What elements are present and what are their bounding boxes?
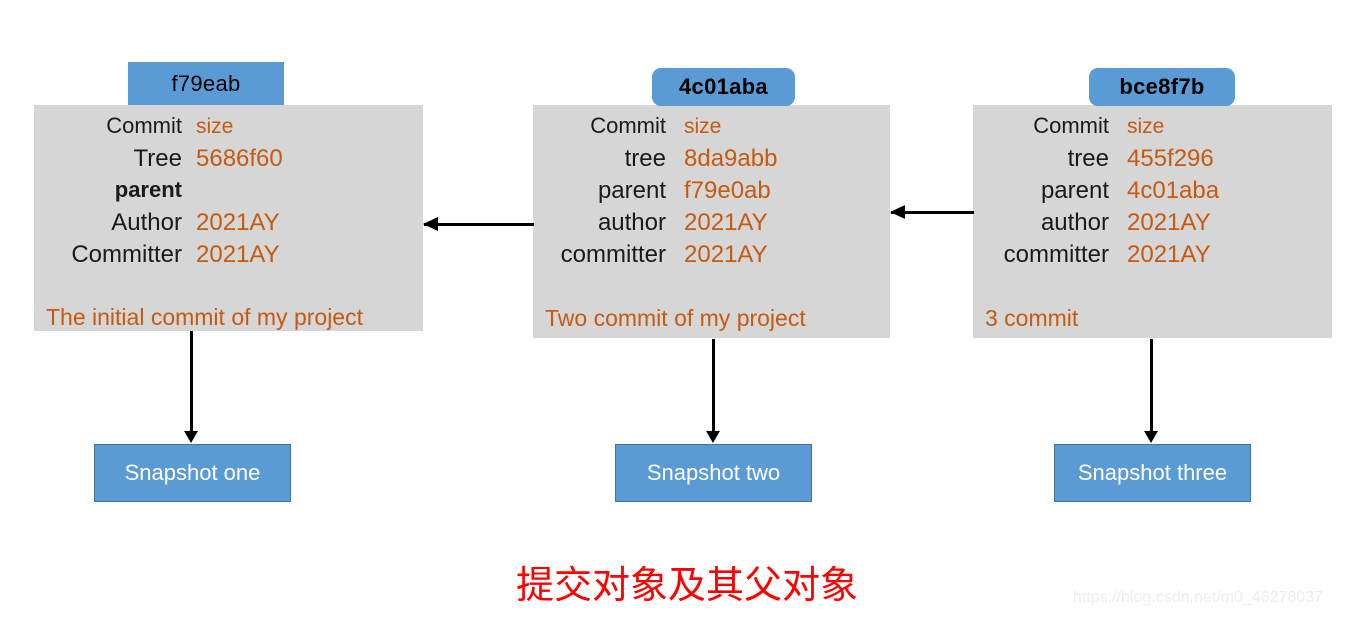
snapshot-arrow-3 [1144, 339, 1158, 443]
field-value: f79e0ab [684, 177, 771, 204]
snapshot-box-1[interactable]: Snapshot one [94, 444, 291, 502]
field-label: tree [1067, 145, 1109, 172]
commit-message: The initial commit of my project [46, 304, 363, 330]
commit-message: Two commit of my project [545, 305, 806, 331]
commit-field-row: parent f79e0ab [533, 179, 890, 211]
field-value: 8da9abb [684, 145, 778, 172]
commit-panel-2: Commit size tree 8da9abb parent f79e0ab … [533, 105, 890, 338]
snapshot-arrow-2 [706, 339, 720, 443]
field-label: Commit [106, 113, 182, 138]
field-label: Commit [1033, 113, 1109, 138]
commit-panel-1: Commit size Tree 5686f60 parent Author 2… [34, 105, 423, 331]
field-value: 455f296 [1127, 145, 1214, 172]
commit-field-row: author 2021AY [973, 211, 1332, 243]
commit-field-row: Commit size [533, 115, 890, 147]
commit-panel-3: Commit size tree 455f296 parent 4c01aba … [973, 105, 1332, 338]
commit-field-row: committer 2021AY [533, 243, 890, 275]
field-label: author [597, 209, 666, 236]
field-value: size [196, 115, 234, 138]
commit-field-row: Author 2021AY [34, 211, 423, 243]
field-label: Tree [133, 145, 182, 172]
field-label: committer [560, 241, 666, 268]
parent-arrow-2-to-1 [423, 217, 534, 231]
field-value: 5686f60 [196, 145, 283, 172]
commit-field-row: parent [34, 179, 423, 211]
field-label: Committer [71, 241, 182, 268]
commit-id-badge-1[interactable]: f79eab [128, 62, 284, 105]
field-label: author [1040, 209, 1109, 236]
arrow-head-icon [184, 431, 198, 443]
field-label: parent [1040, 177, 1109, 204]
commit-field-row: Commit size [34, 115, 423, 147]
field-label: parent [597, 177, 666, 204]
diagram-caption: 提交对象及其父对象 [516, 563, 859, 607]
commit-field-row: committer 2021AY [973, 243, 1332, 275]
commit-id-badge-3[interactable]: bce8f7b [1089, 68, 1235, 106]
commit-field-row: parent 4c01aba [973, 179, 1332, 211]
commit-message: 3 commit [985, 305, 1079, 331]
snapshot-box-2[interactable]: Snapshot two [615, 444, 812, 502]
field-label: Author [111, 209, 182, 236]
field-label: committer [1003, 241, 1109, 268]
watermark-url: https://blog.csdn.net/m0_46278037 [1073, 589, 1323, 606]
arrow-head-icon [890, 205, 905, 219]
field-value: 2021AY [684, 241, 768, 268]
commit-field-row: tree 8da9abb [533, 147, 890, 179]
commit-id-badge-2[interactable]: 4c01aba [652, 68, 795, 106]
field-value: 2021AY [196, 241, 280, 268]
snapshot-arrow-1 [184, 331, 198, 443]
field-value: size [1127, 115, 1165, 138]
field-label: parent [114, 177, 182, 202]
field-value: 2021AY [1127, 209, 1211, 236]
commit-field-row: tree 455f296 [973, 147, 1332, 179]
field-value: 2021AY [1127, 241, 1211, 268]
field-value: 4c01aba [1127, 177, 1220, 204]
snapshot-box-3[interactable]: Snapshot three [1054, 444, 1251, 502]
field-value: 2021AY [684, 209, 768, 236]
field-value: size [684, 115, 722, 138]
commit-field-row: Commit size [973, 115, 1332, 147]
parent-arrow-3-to-2 [890, 205, 974, 219]
commit-field-row: author 2021AY [533, 211, 890, 243]
field-value: 2021AY [196, 209, 280, 236]
arrow-head-icon [706, 431, 720, 443]
field-label: Commit [590, 113, 666, 138]
commit-field-row: Committer 2021AY [34, 243, 423, 275]
commit-field-row: Tree 5686f60 [34, 147, 423, 179]
field-label: tree [624, 145, 666, 172]
arrow-head-icon [1144, 431, 1158, 443]
arrow-head-icon [423, 217, 438, 231]
